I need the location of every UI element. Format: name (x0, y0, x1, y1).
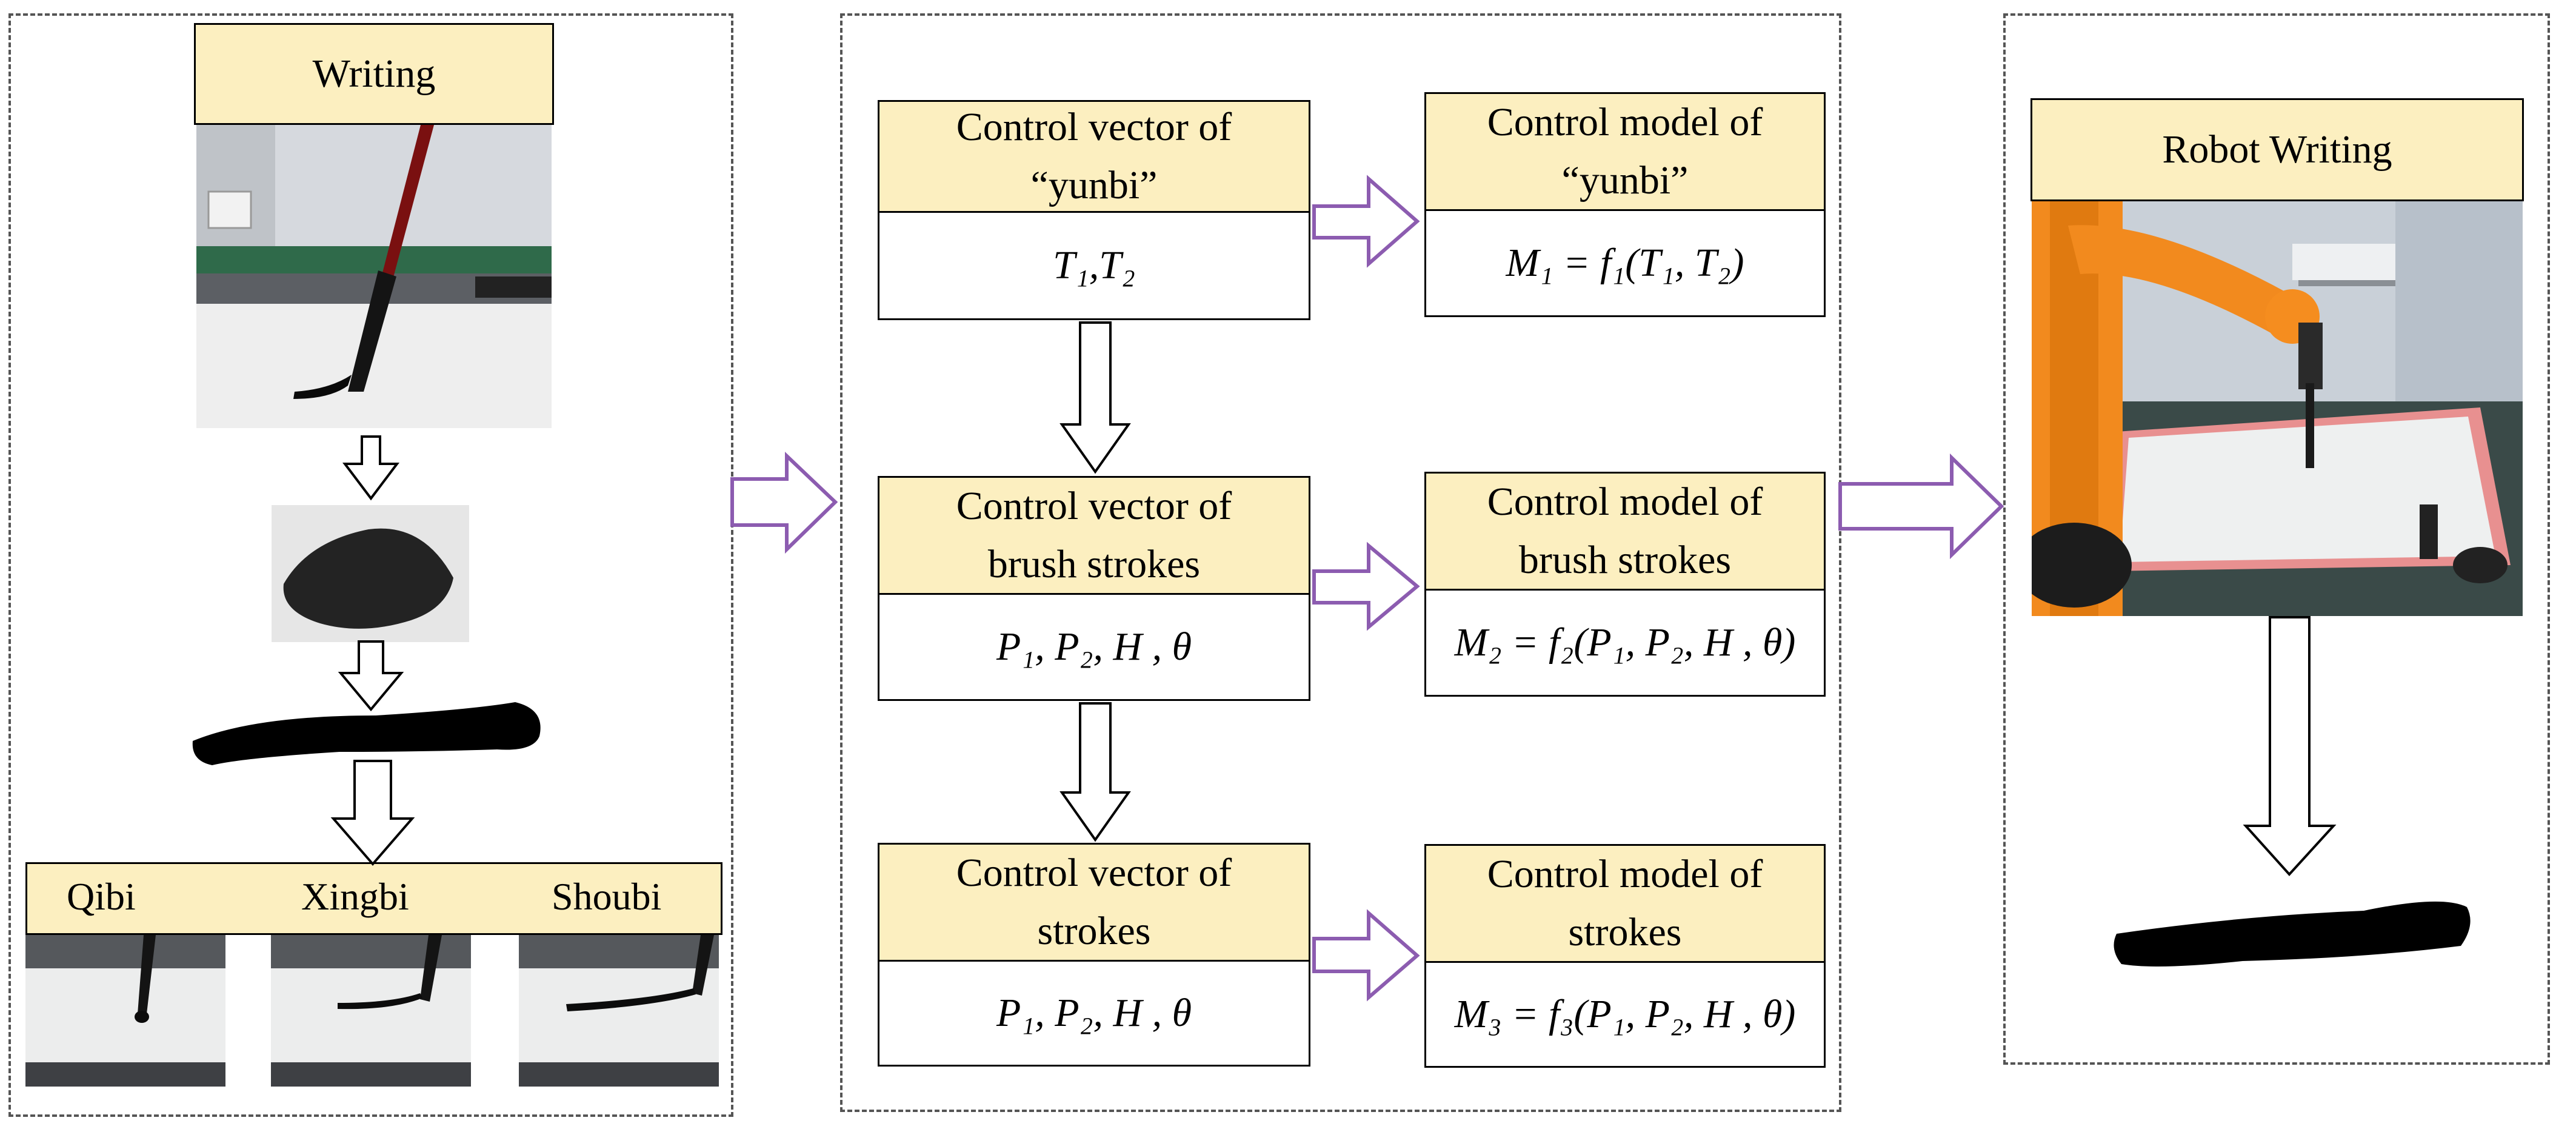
phase-photo-shoubi (519, 935, 719, 1087)
model-header-brush-strokes: Control model of brush strokes (1424, 472, 1826, 591)
phase-label-bar (25, 862, 722, 935)
down-arrow-photo-to-ink (342, 435, 400, 501)
robot-writing-label: Robot Writing (2030, 98, 2524, 201)
phase-label-qibi: Qibi (67, 875, 136, 918)
vector-params-yunbi: T₁,T₂ (878, 211, 1310, 320)
model-formula-strokes: M₃ = f₃(P₁, P₂, H , θ) (1424, 961, 1826, 1068)
model-formula-yunbi: M₁ = f₁(T₁, T₂) (1424, 209, 1826, 317)
vector-header-strokes: Control vector of strokes (878, 843, 1310, 962)
vector-params-strokes: P₁, P₂, H , θ (878, 960, 1310, 1067)
right-arrow-middle-to-right (1838, 453, 2004, 560)
vector-params-brush-strokes: P₁, P₂, H , θ (878, 593, 1310, 701)
middle-panel-frame (840, 13, 1841, 1112)
writing-photo (196, 125, 552, 428)
vector-header-yunbi: Control vector of “yunbi” (878, 100, 1310, 213)
right-arrow-row3 (1312, 909, 1420, 1002)
vector-header-brush-strokes: Control vector of brush strokes (878, 476, 1310, 595)
phase-photo-xingbi (271, 935, 471, 1087)
robot-stroke-result (2114, 901, 2471, 967)
down-arrow-ink-to-shape (338, 640, 404, 712)
right-arrow-row2 (1312, 541, 1420, 631)
right-arrow-left-to-middle (730, 452, 838, 554)
phase-label-shoubi: Shoubi (552, 875, 662, 918)
down-arrow-robot-to-result (2243, 616, 2337, 876)
right-arrow-row1 (1312, 175, 1420, 268)
down-arrow-shape-to-phases (330, 760, 415, 866)
left-panel-frame (8, 13, 733, 1117)
ink-sample-photo (272, 505, 469, 642)
phase-label-xingbi: Xingbi (301, 875, 409, 918)
phase-photo-qibi (25, 935, 225, 1087)
right-panel-frame (2003, 13, 2550, 1065)
stroke-result-shape (192, 702, 541, 765)
down-arrow-row2-to-row3 (1059, 702, 1131, 842)
writing-label: Writing (194, 23, 554, 125)
model-header-strokes: Control model of strokes (1424, 844, 1826, 963)
model-formula-brush-strokes: M₂ = f₂(P₁, P₂, H , θ) (1424, 589, 1826, 697)
down-arrow-row1-to-row2 (1059, 321, 1131, 474)
robot-writing-photo (2032, 201, 2523, 616)
